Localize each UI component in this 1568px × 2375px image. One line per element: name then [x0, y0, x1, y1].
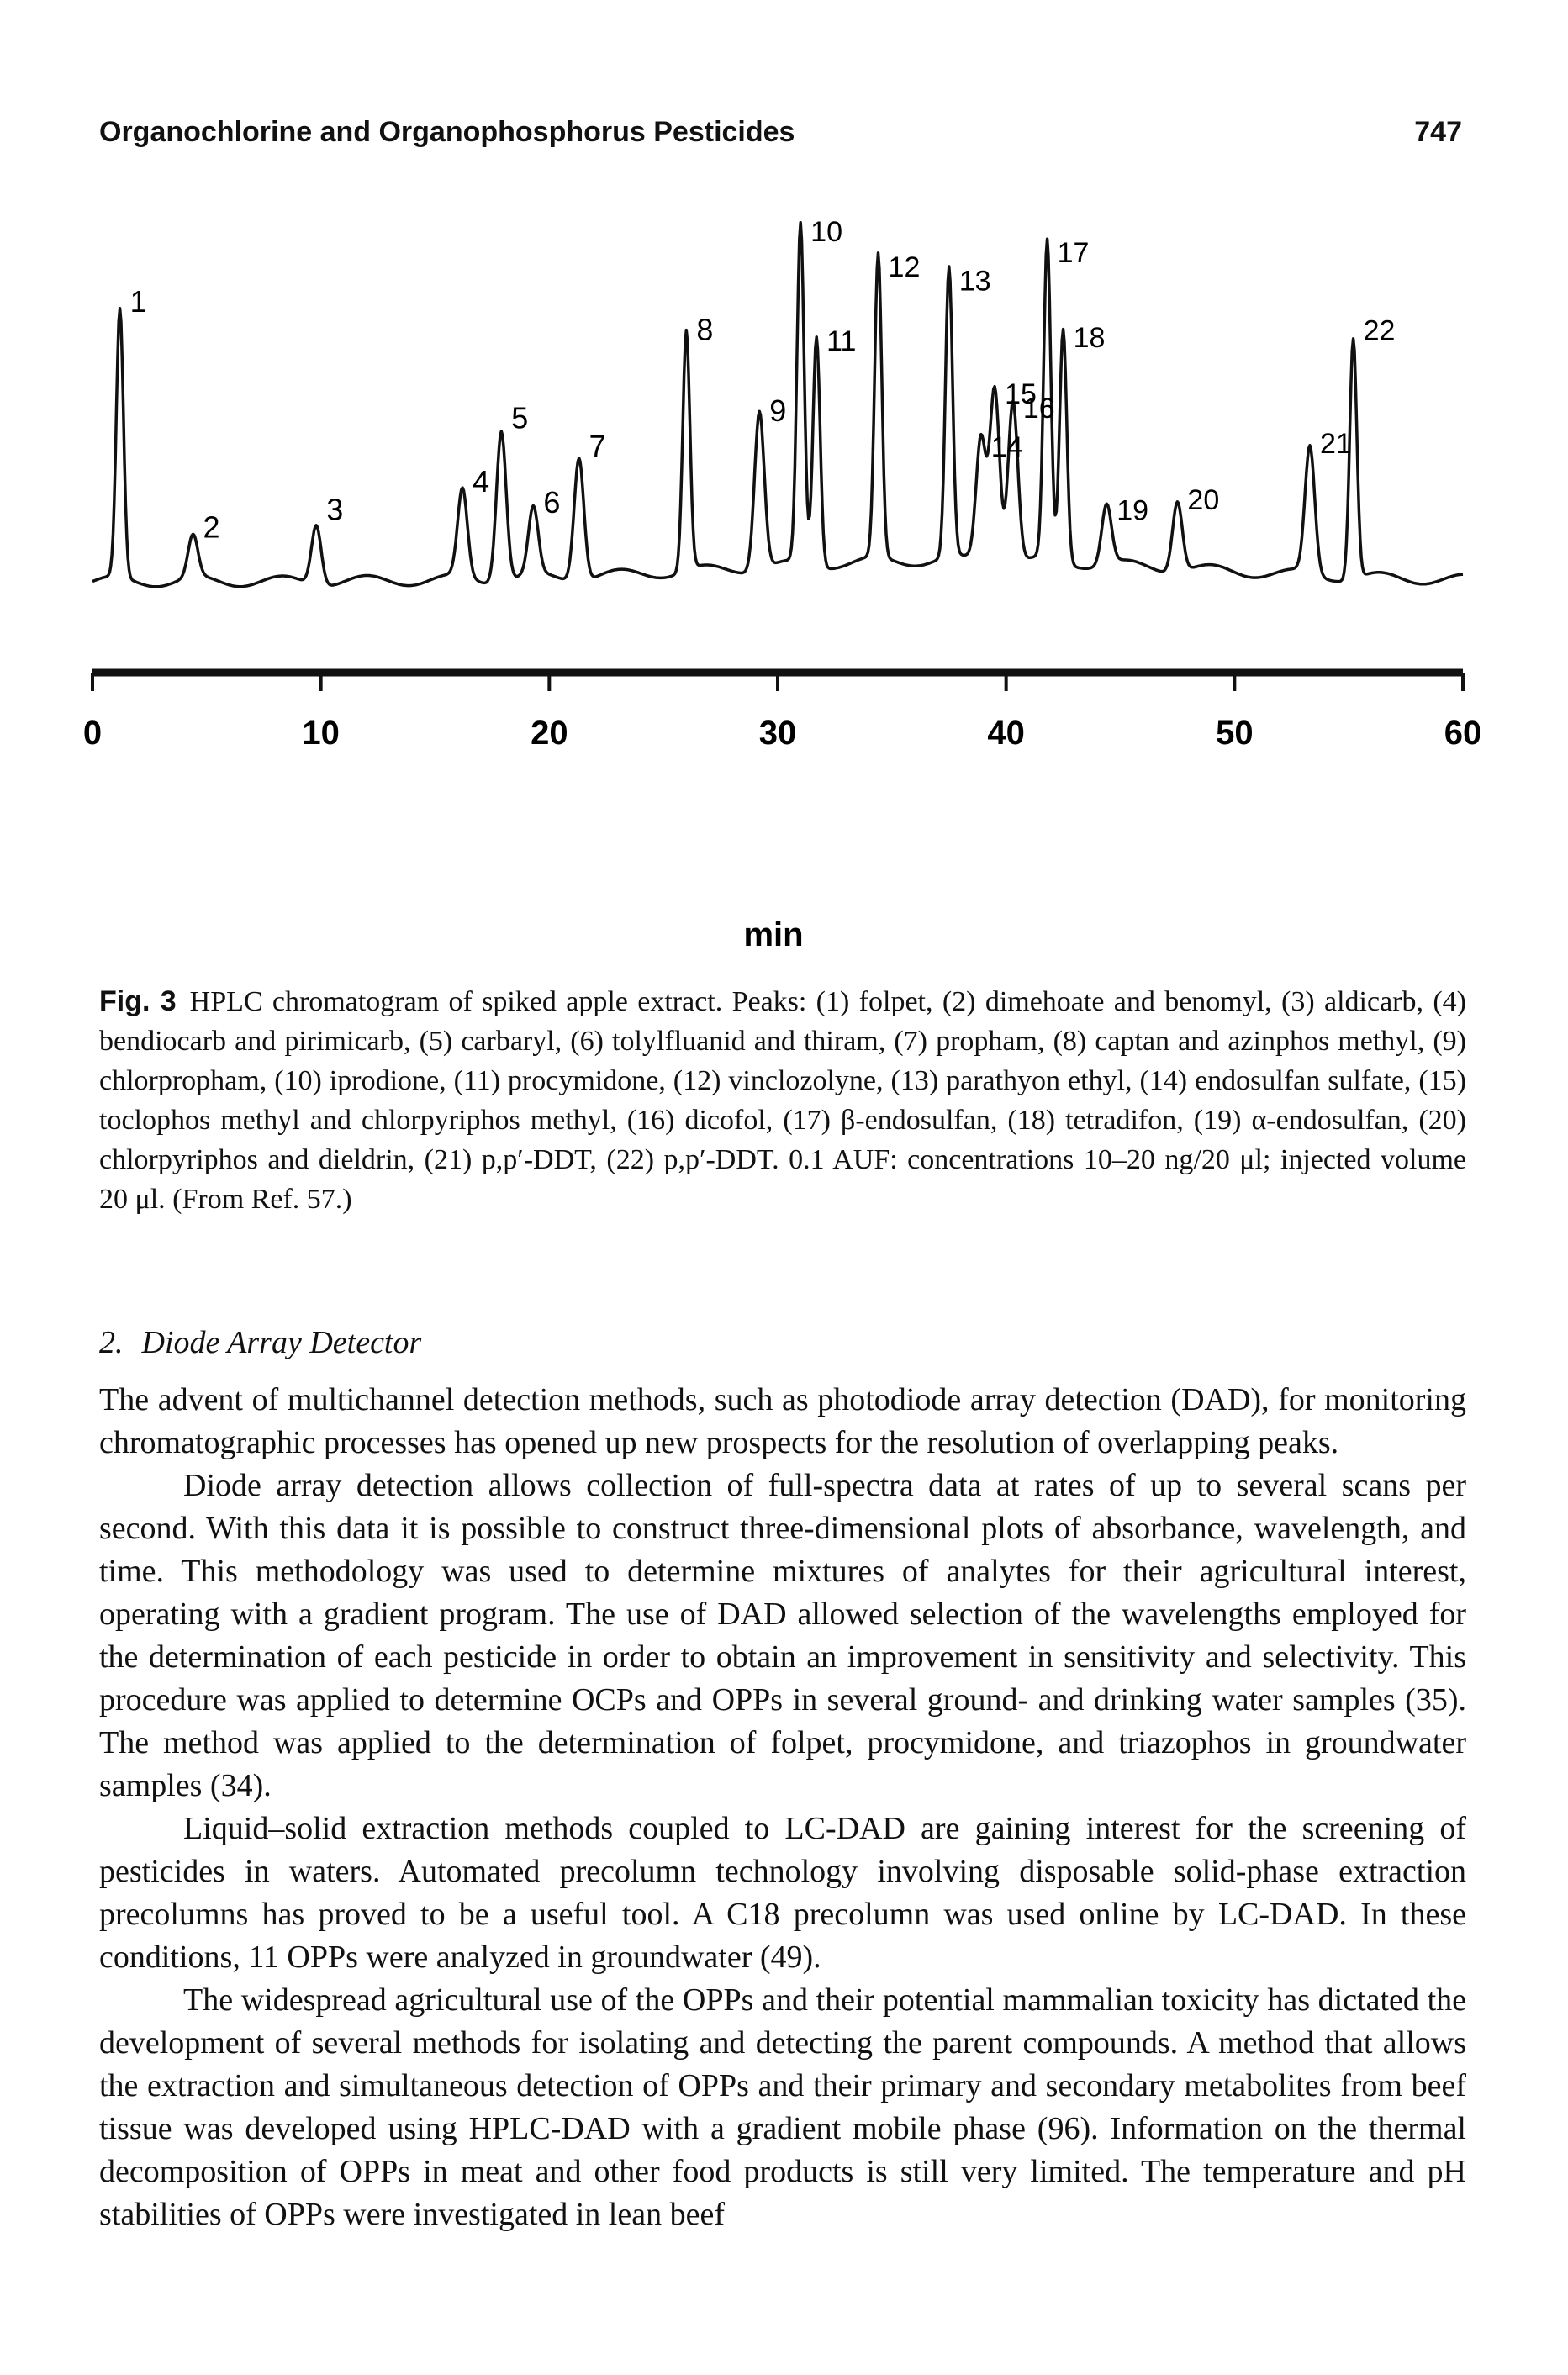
- peak-label-7: 7: [589, 429, 606, 463]
- paragraph: Liquid–solid extraction methods coupled …: [99, 1811, 1466, 1975]
- x-tick-label-30: 30: [759, 715, 797, 752]
- peak-label-14: 14: [991, 431, 1023, 463]
- paragraph: The widespread agricultural use of the O…: [99, 1982, 1466, 2232]
- peak-label-3: 3: [326, 493, 343, 527]
- section-number: 2.: [99, 1325, 124, 1360]
- peak-label-2: 2: [203, 510, 220, 545]
- peak-label-19: 19: [1117, 495, 1148, 527]
- peak-label-16: 16: [1023, 393, 1055, 425]
- peak-label-4: 4: [473, 464, 489, 499]
- body-text: The advent of multichannel detection met…: [99, 1379, 1466, 2236]
- x-tick-label-50: 50: [1216, 715, 1254, 752]
- peak-label-6: 6: [543, 485, 560, 520]
- peak-label-20: 20: [1187, 484, 1219, 516]
- x-axis: 0 10 20 30 40 50 60: [84, 668, 1480, 752]
- peak-label-8: 8: [696, 312, 713, 346]
- caption-text: HPLC chromatogram of spiked apple extrac…: [99, 986, 1466, 1215]
- peak-label-10: 10: [810, 216, 842, 248]
- figure-label: Fig. 3: [99, 985, 177, 1017]
- x-tick-label-40: 40: [987, 715, 1025, 752]
- x-axis-label: min: [743, 916, 803, 953]
- chromatogram-trace: [92, 220, 1464, 588]
- running-title: Organochlorine and Organophosphorus Pest…: [99, 116, 795, 148]
- section-title: Diode Array Detector: [141, 1325, 422, 1360]
- peak-label-17: 17: [1058, 237, 1090, 269]
- peak-label-11: 11: [826, 325, 856, 357]
- peak-label-9: 9: [769, 393, 786, 428]
- peak-label-1: 1: [130, 284, 147, 319]
- peak-label-21: 21: [1320, 428, 1352, 460]
- x-tick-label-10: 10: [302, 715, 340, 752]
- peak-label-12: 12: [889, 251, 921, 283]
- peak-label-18: 18: [1074, 322, 1106, 354]
- x-tick-label-20: 20: [531, 715, 568, 752]
- paragraph: The advent of multichannel detection met…: [99, 1382, 1466, 1460]
- x-tick-label-0: 0: [84, 715, 102, 752]
- section-heading: 2. Diode Array Detector: [99, 1324, 421, 1361]
- x-tick-label-60: 60: [1444, 715, 1480, 752]
- peak-label-13: 13: [959, 266, 991, 298]
- page-number: 747: [1414, 116, 1462, 148]
- paragraph: Diode array detection allows collection …: [99, 1468, 1466, 1803]
- peak-label-22: 22: [1364, 314, 1396, 346]
- peak-label-5: 5: [511, 400, 528, 435]
- peak-label-15: 15: [1005, 378, 1037, 410]
- running-head: Organochlorine and Organophosphorus Pest…: [99, 116, 1462, 158]
